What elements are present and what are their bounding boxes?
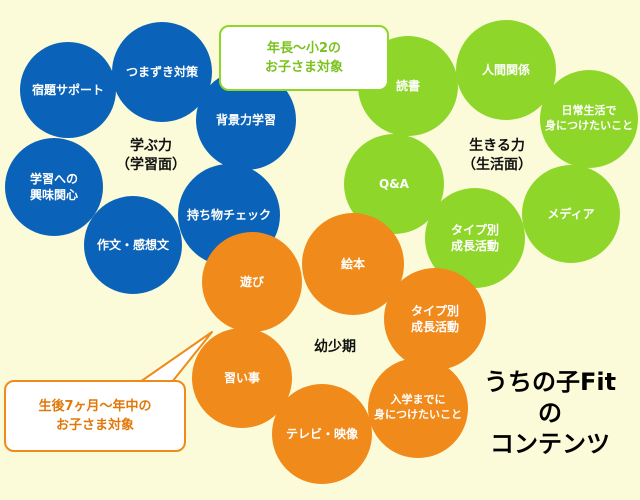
early-group-label: 幼少期	[314, 339, 356, 355]
learning-item-essay[interactable]: 作文・感想文	[84, 196, 182, 294]
item-label: メディア	[547, 206, 595, 221]
early-item-pre-school[interactable]: 入学までに 身につけたいこと	[368, 358, 468, 458]
item-label: テレビ・映像	[285, 426, 358, 441]
learning-item-homework[interactable]: 宿題サポート	[20, 42, 116, 138]
early-item-play[interactable]: 遊び	[202, 232, 302, 332]
title-line: うちの子Fit	[483, 368, 617, 396]
living-item-media[interactable]: メディア	[522, 165, 620, 263]
item-label: 日常生活で 身につけたいこと	[545, 104, 633, 132]
living-item-relationships[interactable]: 人間関係	[456, 20, 556, 120]
item-label: 持ち物チェック	[186, 207, 271, 222]
page-title: うちの子Fit の コンテンツ	[470, 367, 630, 461]
learning-item-background[interactable]: 背景力学習	[196, 70, 296, 170]
early-item-lessons[interactable]: 習い事	[192, 328, 292, 428]
item-label: 遊び	[239, 274, 264, 289]
item-label: 背景力学習	[215, 112, 276, 127]
item-label: 入学までに 身につけたいこと	[374, 393, 462, 421]
item-label: Q&A	[379, 176, 409, 191]
item-label: 読書	[395, 78, 420, 93]
item-label: 絵本	[340, 256, 365, 271]
living-item-daily-life[interactable]: 日常生活で 身につけたいこと	[540, 70, 638, 168]
item-label: 宿題サポート	[31, 82, 104, 97]
item-label: 人間関係	[481, 62, 530, 77]
early-item-picture-books[interactable]: 絵本	[302, 213, 404, 315]
title-line: の	[538, 399, 562, 428]
item-label: タイプ別 成長活動	[410, 303, 459, 334]
living-group-label: 生きる力 （生活面）	[462, 138, 532, 173]
learning-group-label: 学ぶ力 （学習面）	[116, 138, 186, 173]
title-line: コンテンツ	[490, 430, 610, 459]
item-label: 作文・感想文	[96, 237, 169, 252]
callout-school-age: 年長～小2の お子さま対象	[219, 25, 389, 91]
callout-infant: 生後7ヶ月～年中の お子さま対象	[4, 380, 186, 452]
learning-item-interest[interactable]: 学習への 興味関心	[5, 138, 103, 236]
item-label: つまずき対策	[125, 64, 198, 79]
early-item-type-growth[interactable]: タイプ別 成長活動	[384, 268, 486, 370]
early-item-tv-video[interactable]: テレビ・映像	[272, 384, 372, 484]
item-label: 学習への 興味関心	[29, 171, 78, 202]
item-label: 習い事	[223, 370, 260, 385]
item-label: タイプ別 成長活動	[450, 222, 499, 253]
learning-item-stumbling[interactable]: つまずき対策	[112, 22, 212, 122]
